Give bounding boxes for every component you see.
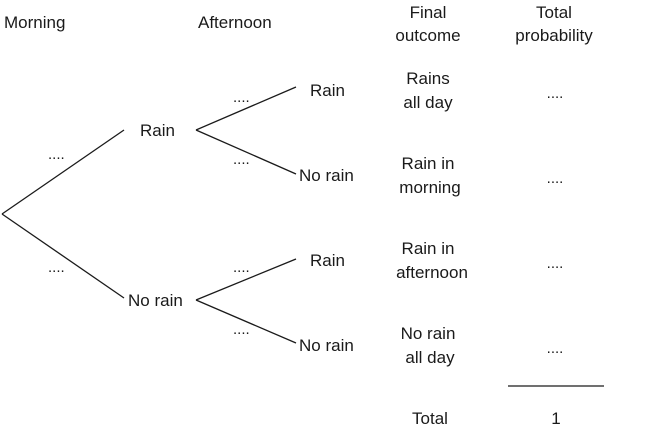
header-final-outcome-line1: Final [409, 3, 447, 22]
morning-rain-probability: .... [48, 146, 65, 163]
morning-no-rain-label: No rain [128, 291, 183, 310]
outcome-3-line1: Rain in [401, 239, 455, 258]
afternoon-no-rain-no-rain-label: No rain [299, 336, 354, 355]
branch-no-rain-rain [195, 258, 297, 301]
outcome-3-probability: .... [546, 255, 564, 272]
outcome-4-line1: No rain [400, 324, 456, 343]
branch-morning-rain [1, 129, 125, 215]
branch-morning-no-rain [1, 213, 125, 299]
afternoon-rain-rain-label: Rain [310, 81, 345, 100]
morning-no-rain-probability: .... [48, 259, 65, 276]
afternoon-no-rain-rain-probability: .... [233, 259, 250, 276]
outcome-1-line2: all day [403, 93, 453, 112]
outcome-4-line2: all day [405, 348, 455, 367]
total-label: Total [412, 409, 448, 428]
outcome-2-probability: .... [546, 170, 564, 187]
header-morning: Morning [4, 13, 66, 32]
header-afternoon: Afternoon [198, 13, 272, 32]
outcome-2-line1: Rain in [401, 154, 455, 173]
branch-rain-rain [195, 86, 297, 131]
outcome-2-line2: morning [399, 178, 461, 197]
outcome-1-line1: Rains [406, 69, 450, 88]
branch-rain-no-rain [195, 129, 297, 175]
header-final-outcome-line2: outcome [395, 26, 461, 45]
afternoon-rain-no-rain-probability: .... [233, 151, 250, 168]
outcome-1-probability: .... [546, 85, 564, 102]
afternoon-rain-no-rain-label: No rain [299, 166, 354, 185]
outcome-3-line2: afternoon [396, 263, 468, 282]
header-total-probability-line1: Total [536, 3, 572, 22]
outcome-4-probability: .... [546, 340, 564, 357]
afternoon-rain-rain-probability: .... [233, 89, 250, 106]
branch-no-rain-no-rain [195, 299, 297, 344]
total-value: 1 [551, 409, 561, 428]
afternoon-no-rain-no-rain-probability: .... [233, 321, 250, 338]
header-total-probability-line2: probability [515, 26, 593, 45]
morning-rain-label: Rain [140, 121, 175, 140]
afternoon-no-rain-rain-label: Rain [310, 251, 345, 270]
